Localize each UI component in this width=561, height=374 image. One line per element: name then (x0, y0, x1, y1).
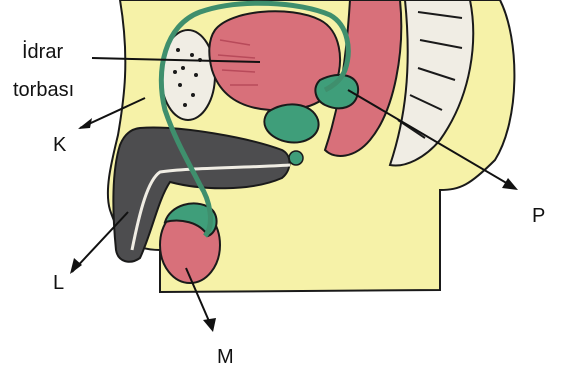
p-arrowhead (502, 178, 518, 190)
l-arrowhead (70, 258, 82, 274)
m-arrowhead (203, 318, 216, 332)
prostate (264, 104, 318, 142)
bulbourethral-gland (289, 151, 303, 165)
bladder-label-line1: İdrar (22, 40, 63, 63)
label-m: M (217, 346, 234, 368)
label-k: K (53, 134, 67, 156)
label-l: L (53, 272, 64, 294)
bladder-label-line2: torbası (13, 79, 74, 101)
label-p: P (532, 205, 545, 227)
